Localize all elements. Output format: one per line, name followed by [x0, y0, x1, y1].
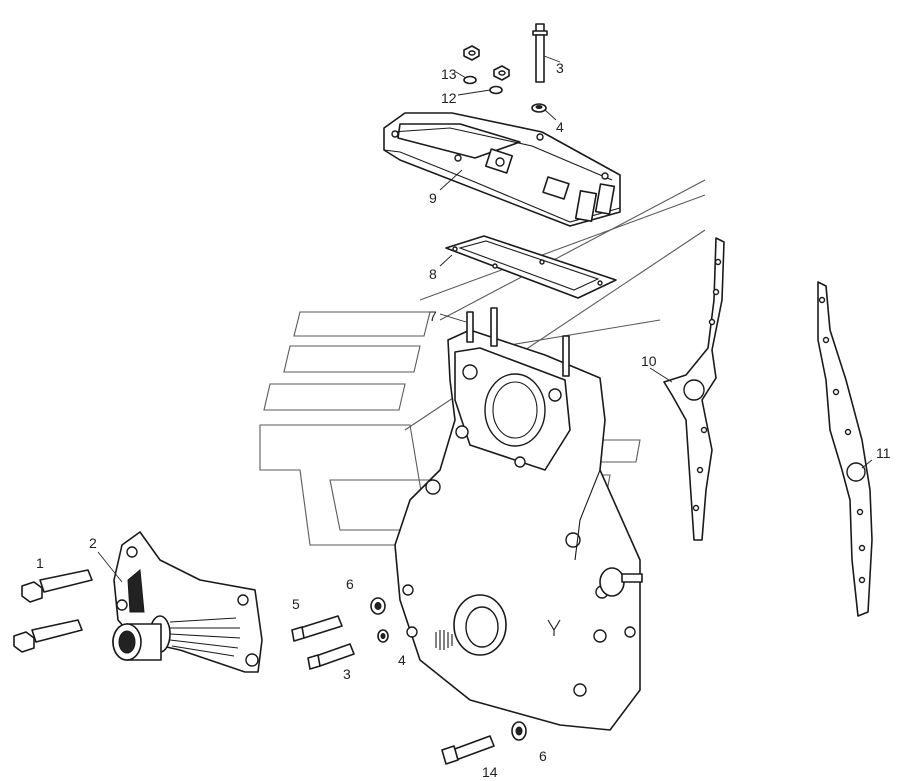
gasket-part-8: [445, 235, 617, 299]
bolt-part-1-lower: [13, 619, 83, 653]
nuts-washers-top: [463, 45, 547, 113]
cover-plate-part-9: [383, 112, 621, 227]
bolt-part-14: [441, 735, 495, 765]
gasket-part-12: [663, 237, 725, 541]
callout-labels: 3 13 12 4 9 8 7 10 11 1 2 6 5 4 3 6 14: [36, 60, 891, 780]
callout-5: 5: [292, 596, 300, 612]
callout-6-bottom: 6: [539, 748, 547, 764]
bolt-part-3-top: [532, 23, 548, 83]
callout-4-bottom: 4: [398, 652, 406, 668]
callout-6-left: 6: [346, 576, 354, 592]
callout-12: 10: [641, 353, 657, 369]
bracket-hatch: [169, 617, 241, 657]
timing-case-housing: [394, 307, 643, 731]
bracket-part-2: [112, 531, 263, 673]
bolt-part-3-bottom: [307, 643, 355, 670]
callout-4-top: 4: [556, 119, 564, 135]
callout-11: 13: [441, 66, 457, 82]
gasket-part-13: [817, 281, 873, 617]
callout-10: 12: [441, 90, 457, 106]
callout-8: 8: [429, 266, 437, 282]
callout-3-top: 3: [556, 60, 564, 76]
callout-9: 9: [429, 190, 437, 206]
callout-3-bottom: 3: [343, 666, 351, 682]
callout-1: 1: [36, 555, 44, 571]
timing-mark-icon: [435, 630, 453, 650]
washer-part-4-bottom: [377, 629, 389, 643]
bolt-part-5: [291, 615, 343, 642]
washer-part-6-bottom: [511, 721, 527, 741]
washer-part-6-left: [370, 597, 386, 615]
callout-7: 7: [429, 308, 437, 324]
callout-2: 2: [89, 535, 97, 551]
bolt-part-1-upper: [21, 569, 93, 603]
leader-lines: [97, 55, 873, 583]
callout-13: 11: [876, 445, 891, 461]
callout-14: 14: [482, 764, 498, 780]
